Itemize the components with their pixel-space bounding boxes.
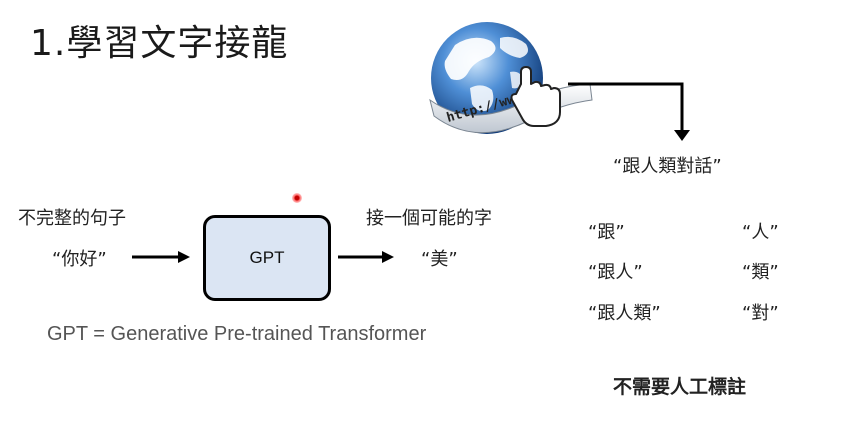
pair-output-2: “類” [742,262,779,283]
gpt-definition: GPT = Generative Pre-trained Transformer [47,323,427,345]
pair-output-3: “對” [742,303,779,324]
source-connector-arrow [568,82,690,141]
input-example: “你好” [52,249,107,270]
source-label: “跟人類對話” [613,156,722,177]
next-word-label: 接一個可能的字 [366,208,492,229]
gpt-model-box: GPT [203,215,331,301]
output-example: “美” [421,249,458,270]
pair-input-1: “跟” [588,222,625,243]
no-human-label-note: 不需要人工標註 [613,376,747,398]
output-arrow [338,251,394,263]
pair-input-2: “跟人” [588,262,643,283]
laser-pointer-dot [292,193,302,203]
pair-output-1: “人” [742,222,779,243]
pair-input-3: “跟人類” [588,303,661,324]
hand-cursor-icon [510,66,561,127]
slide-title: 1.學習文字接龍 [30,23,289,64]
gpt-box-label: GPT [249,248,285,267]
incomplete-sentence-label: 不完整的句子 [18,208,126,229]
input-arrow [132,251,190,263]
